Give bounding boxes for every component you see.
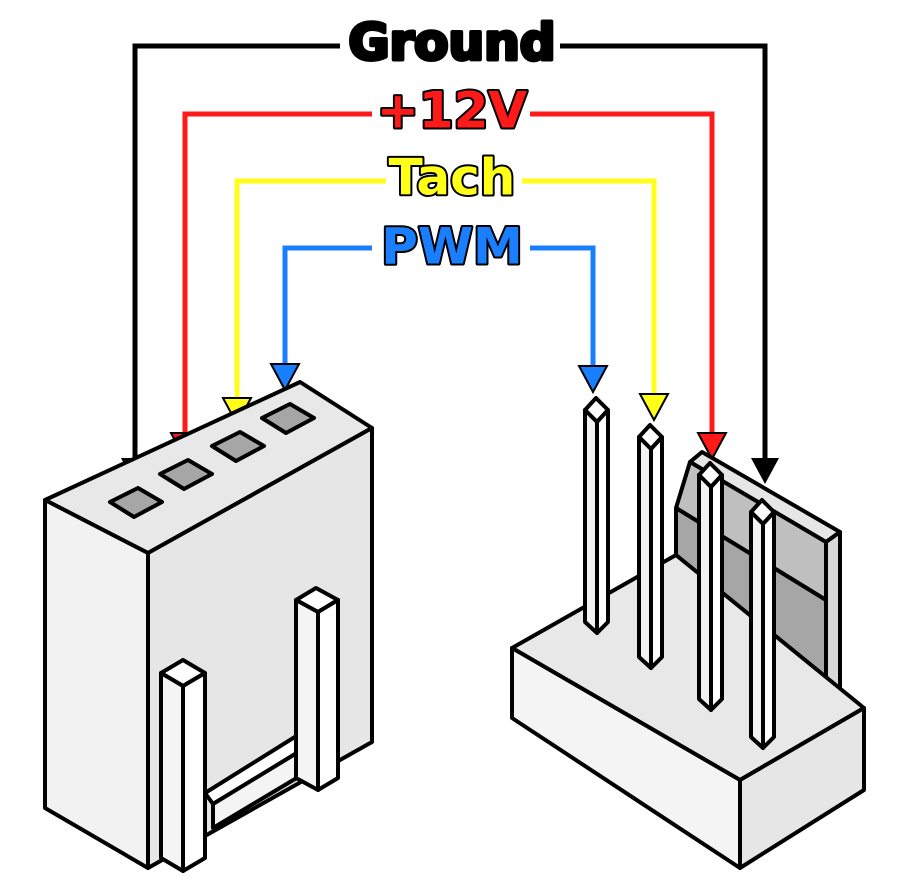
ground-wire-left xyxy=(132,43,340,458)
ground-wire-right xyxy=(560,43,768,458)
pwm-arrowhead-right xyxy=(577,365,609,395)
female-slot-tach xyxy=(210,430,266,463)
latch-post-right-side xyxy=(316,598,340,792)
tach-wire-right xyxy=(522,178,657,394)
tach-label: Tach xyxy=(389,149,516,207)
latch-post-left-side xyxy=(181,671,207,873)
pwm-wire-right xyxy=(530,245,596,366)
latch-post-right-front xyxy=(294,598,320,792)
latch-post-left-front xyxy=(159,671,185,873)
tach-arrowhead-right xyxy=(638,393,670,423)
header-pin-ground xyxy=(749,498,776,750)
female-slot-12v xyxy=(158,458,214,491)
header-key-wall-side xyxy=(824,530,842,702)
pwm-wire xyxy=(269,245,609,395)
header-pin-tach xyxy=(637,423,664,670)
tach-wire-left xyxy=(234,178,386,398)
male-fan-header xyxy=(510,396,866,870)
pwm-arrowhead-left xyxy=(269,363,301,393)
female-slot-pwm xyxy=(260,402,316,435)
header-base-side xyxy=(738,706,866,870)
ground-label: Ground xyxy=(348,14,555,72)
12v-wire-right xyxy=(530,111,715,433)
female-connector-front-face xyxy=(43,498,150,870)
header-pin-pwm xyxy=(583,396,610,635)
header-pin-12v xyxy=(697,461,724,712)
pwm-label: PWM xyxy=(381,218,523,276)
12v-label: +12V xyxy=(377,82,527,140)
female-fan-connector xyxy=(43,380,374,873)
pwm-wire-left xyxy=(282,245,372,364)
female-slot-ground xyxy=(108,486,164,519)
ground-arrowhead-right xyxy=(751,458,779,484)
12v-wire-left xyxy=(182,111,372,433)
12v-arrowhead-right xyxy=(696,432,728,462)
